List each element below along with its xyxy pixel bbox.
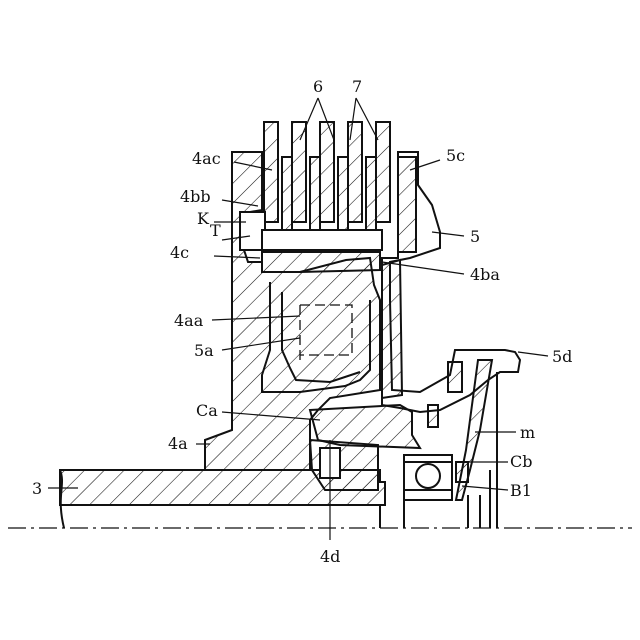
- plate-carrier-4ba: [262, 252, 380, 272]
- label-5c: 5c: [446, 146, 465, 165]
- label-T: T: [210, 221, 221, 240]
- snap-ring-cb: [456, 462, 468, 482]
- label-6: 6: [313, 77, 323, 96]
- label-4ac: 4ac: [192, 149, 221, 168]
- label-4bb: 4bb: [180, 187, 211, 206]
- label-4aa: 4aa: [174, 311, 204, 330]
- label-7: 7: [352, 77, 362, 96]
- label-4d: 4d: [320, 547, 340, 566]
- retaining-ring-cb: [428, 405, 438, 427]
- label-3: 3: [32, 479, 42, 498]
- label-m: m: [520, 423, 535, 442]
- label-4ba: 4ba: [470, 265, 500, 284]
- label-5: 5: [470, 227, 480, 246]
- pressure-plate-inner: [262, 230, 382, 250]
- label-K: K: [197, 209, 210, 228]
- seal-m: [448, 362, 462, 392]
- label-Cb: Cb: [510, 452, 532, 471]
- label-B1: B1: [510, 481, 532, 500]
- label-5a: 5a: [194, 341, 214, 360]
- label-5d: 5d: [552, 347, 572, 366]
- label-4c: 4c: [170, 243, 189, 262]
- clutch-drum-5-hatch: [382, 260, 402, 398]
- label-Ca: Ca: [196, 401, 218, 420]
- label-4a: 4a: [168, 434, 188, 453]
